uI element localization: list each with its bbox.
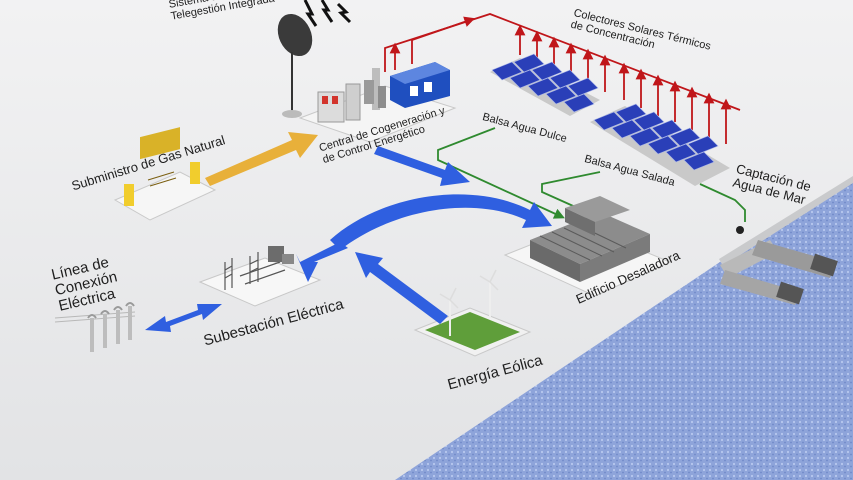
- thermal-return-lines: [384, 13, 741, 111]
- solar-field-fresh: [490, 53, 600, 116]
- cogeneration-plant: [298, 62, 457, 143]
- substation: [198, 246, 322, 307]
- water-pipes: [437, 127, 746, 222]
- power-to-substation-arrow: [296, 242, 348, 282]
- seawater-intake: [720, 226, 838, 305]
- telegestion-antenna: [277, 0, 352, 118]
- grid-bidirectional-arrow: [145, 304, 222, 332]
- wind-to-substation-arrow: [355, 252, 448, 324]
- gas-flow-arrow: [205, 132, 318, 186]
- solar-field-salt: [590, 103, 730, 186]
- power-line-pylons: [54, 302, 136, 352]
- shore-edge: [719, 176, 853, 266]
- gas-supply: [113, 127, 217, 221]
- solar-to-desalination-arrow: [330, 194, 552, 250]
- cogeneration-to-desalination-arrow: [374, 146, 470, 186]
- desalination-building: [503, 196, 672, 297]
